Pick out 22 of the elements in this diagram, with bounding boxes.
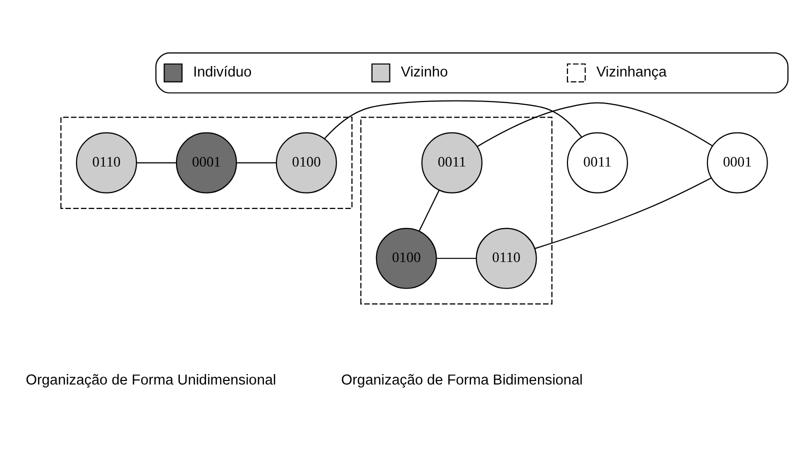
connector — [534, 177, 712, 250]
legend-label: Vizinhança — [596, 64, 667, 81]
label: Organização de Forma Unidimensional — [26, 372, 276, 388]
node-circle: 0100 — [376, 228, 437, 289]
connector — [477, 102, 713, 147]
node-circle: 0011 — [566, 132, 628, 194]
connector — [136, 162, 176, 164]
node-circle: 0110 — [476, 228, 537, 289]
node-circle: 0110 — [76, 132, 138, 194]
legend-label: Indivíduo — [193, 64, 252, 81]
connector — [236, 162, 276, 164]
legend-label: Vizinho — [400, 64, 448, 81]
node-circle: 0001 — [176, 132, 237, 194]
label: Organização de Forma Bidimensional — [341, 372, 583, 388]
node-circle: 0001 — [706, 132, 768, 194]
node-circle: 0100 — [276, 132, 337, 194]
connector — [324, 100, 582, 140]
connector — [436, 258, 476, 259]
node-circle: 0011 — [421, 132, 482, 194]
connector — [418, 190, 440, 232]
cluster — [60, 116, 353, 209]
cluster — [360, 116, 552, 304]
